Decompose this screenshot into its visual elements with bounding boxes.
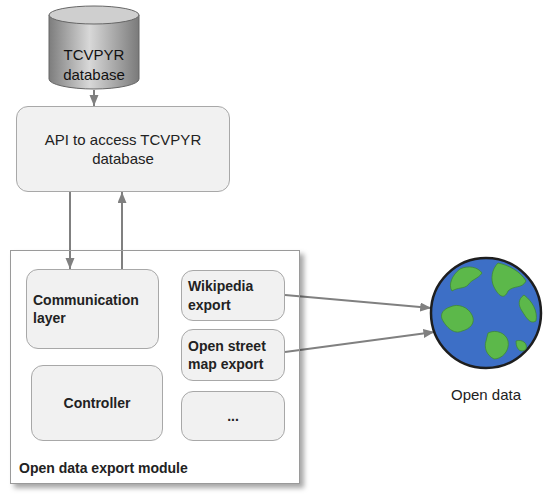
arrow-connector [285, 332, 434, 352]
arrow-connector [93, 90, 95, 106]
database-cylinder: TCVPYR database [48, 5, 140, 90]
node-label: Controller [64, 394, 131, 412]
globe-icon [428, 255, 544, 371]
placeholder-box: ... [181, 391, 285, 441]
arrow-connector [121, 192, 123, 269]
export-box: Wikipedia export [181, 270, 285, 321]
node-label: API to access TCVPYR database [38, 130, 208, 169]
globe-node: Open data [428, 255, 544, 405]
api-box: API to access TCVPYR database [16, 106, 230, 192]
export-box: Open street map export [181, 329, 285, 381]
arrow-connector [285, 295, 431, 308]
node-label: Open street map export [188, 337, 278, 373]
arrow-connector [69, 192, 71, 269]
process-box: Controller [31, 365, 163, 441]
module-title: Open data export module [19, 459, 188, 477]
module-panel: Open data export module Communication lay… [10, 250, 300, 484]
node-label: Open data [451, 385, 521, 405]
process-box: Communication layer [26, 269, 159, 349]
node-label: Wikipedia export [188, 277, 278, 313]
node-label: ... [227, 407, 239, 425]
node-label: TCVPYR database [54, 45, 134, 84]
node-label: Communication layer [33, 291, 152, 327]
